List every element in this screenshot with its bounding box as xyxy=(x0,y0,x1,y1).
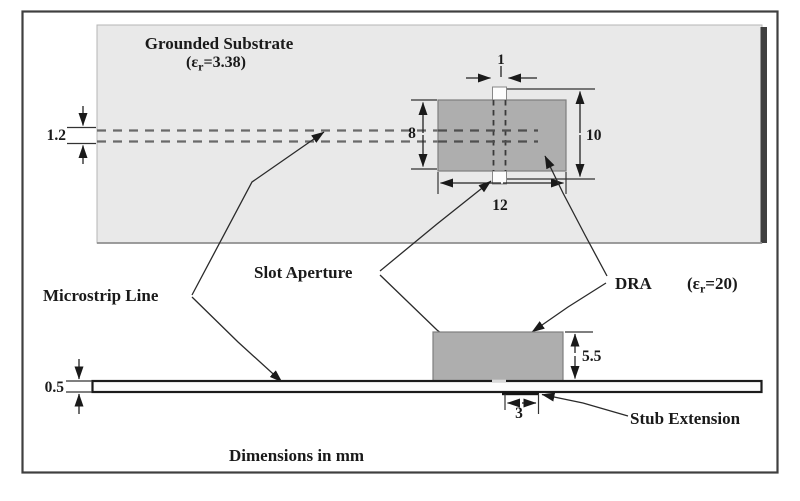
dra-leader-to-side-view xyxy=(531,282,607,333)
dra-eps-value: =20) xyxy=(705,274,737,293)
substrate-right-shadow xyxy=(760,27,767,243)
dim-0p5-label: 0.5 xyxy=(45,379,65,396)
dra-eps-sub: r xyxy=(700,282,706,296)
dra-leader-to-top-view xyxy=(544,155,608,277)
substrate-side-view xyxy=(91,379,763,394)
dra-label: DRA (εr=20) xyxy=(615,274,738,296)
substrate-eps-sub: r xyxy=(198,60,204,74)
stub-leader xyxy=(541,392,629,417)
dra-eps-open: (ε xyxy=(687,274,700,293)
slot-gap-side-view xyxy=(492,379,506,383)
substrate-eps-value: =3.38) xyxy=(204,54,246,71)
units-note: Dimensions in mm xyxy=(229,446,364,465)
dim-5p5-label: 5.5 xyxy=(582,348,602,365)
slot-aperture-label: Slot Aperture xyxy=(254,263,353,282)
substrate-eps-open: (ε xyxy=(186,54,198,71)
stub-extension-label: Stub Extension xyxy=(630,409,741,428)
dra-side-view xyxy=(432,331,564,382)
dra-top-view xyxy=(437,99,567,172)
microstrip-line-label: Microstrip Line xyxy=(43,286,159,305)
dim-1-label: 1 xyxy=(497,52,504,68)
dra-label-name: DRA xyxy=(615,274,653,293)
stub-side-view xyxy=(502,391,539,396)
dim-12-label: 12 xyxy=(492,197,508,214)
substrate-top-view xyxy=(96,24,763,244)
dim-3-label: 3 xyxy=(515,405,523,422)
dim-1p2-label: 1.2 xyxy=(47,127,67,144)
substrate-label-line1: Grounded Substrate xyxy=(145,34,294,53)
dim-8-label: 8 xyxy=(408,125,416,142)
dim-10-label: 10 xyxy=(586,127,602,144)
slot-leader-to-top-view xyxy=(379,180,492,272)
figure-border xyxy=(21,10,779,474)
microstrip-leader-to-side-view xyxy=(191,296,283,383)
microstrip-leader-to-top-view xyxy=(191,131,325,296)
substrate-label-line2: (εr=3.38) xyxy=(186,54,246,74)
